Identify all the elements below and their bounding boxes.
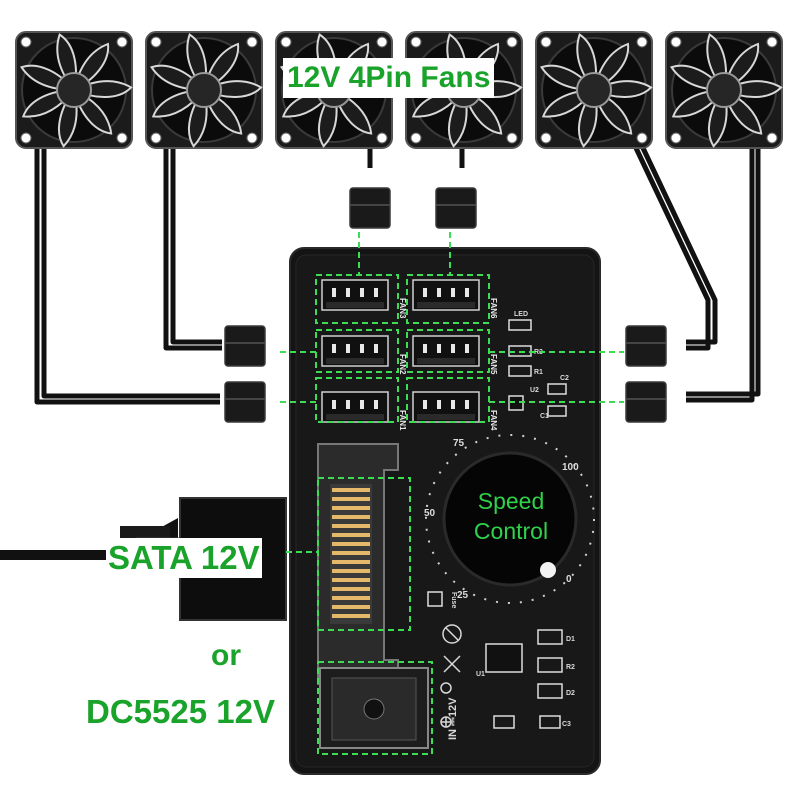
dc-jack	[319, 667, 429, 749]
fan-plug-right-upper	[625, 325, 667, 367]
fan-cables	[34, 146, 761, 405]
input-label: IN ⎓12V	[447, 697, 459, 740]
fan-5	[535, 31, 653, 149]
title-label: 12V 4Pin Fans	[283, 58, 495, 98]
fuse-label: Fuse	[450, 592, 457, 608]
r2-label: R2	[566, 664, 575, 671]
speed-label-line2: Control	[473, 518, 549, 544]
or-label: or	[211, 639, 241, 672]
fan5-label: FAN5	[489, 354, 498, 375]
sata-label: SATA 12V	[106, 538, 262, 578]
c2-label: C2	[560, 375, 569, 382]
c1-label: C1	[540, 413, 549, 420]
scale-50: 50	[424, 508, 436, 519]
fan-plug-right-lower	[625, 381, 667, 423]
d2-label: D2	[566, 690, 575, 697]
highlight-frames	[280, 232, 624, 755]
led-label: LED	[514, 311, 528, 318]
fan3-label: FAN3	[398, 298, 407, 319]
scale-75: 75	[453, 438, 465, 449]
r3-label: R3	[534, 349, 543, 356]
scale-25: 25	[457, 590, 469, 601]
fan-2	[145, 31, 263, 149]
r1-label: R1	[534, 369, 543, 376]
c3-label: C3	[562, 721, 571, 728]
u2-label: U2	[530, 387, 539, 394]
fan-plug-top-right	[435, 187, 477, 229]
scale-100: 100	[562, 462, 579, 473]
fan4-label: FAN4	[489, 410, 498, 431]
smd-components	[427, 319, 567, 729]
fan-plug-top-left	[349, 187, 391, 229]
fan-plug-left-lower	[224, 381, 266, 423]
speed-control-knob	[425, 434, 595, 604]
fan6-label: FAN6	[489, 298, 498, 319]
u1-label: U1	[476, 671, 485, 678]
fan-6	[665, 31, 783, 149]
speed-label-line1: Speed	[477, 488, 545, 514]
fan-1	[15, 31, 133, 149]
dc5525-label: DC5525 12V	[86, 693, 275, 730]
speed-control-label: Speed Control	[470, 486, 552, 546]
fan-plug-left-upper	[224, 325, 266, 367]
scale-0: 0	[566, 574, 572, 585]
warning-symbols	[440, 624, 462, 728]
fan1-label: FAN1	[398, 410, 407, 431]
fan2-label: FAN2	[398, 354, 407, 375]
d1-label: D1	[566, 636, 575, 643]
